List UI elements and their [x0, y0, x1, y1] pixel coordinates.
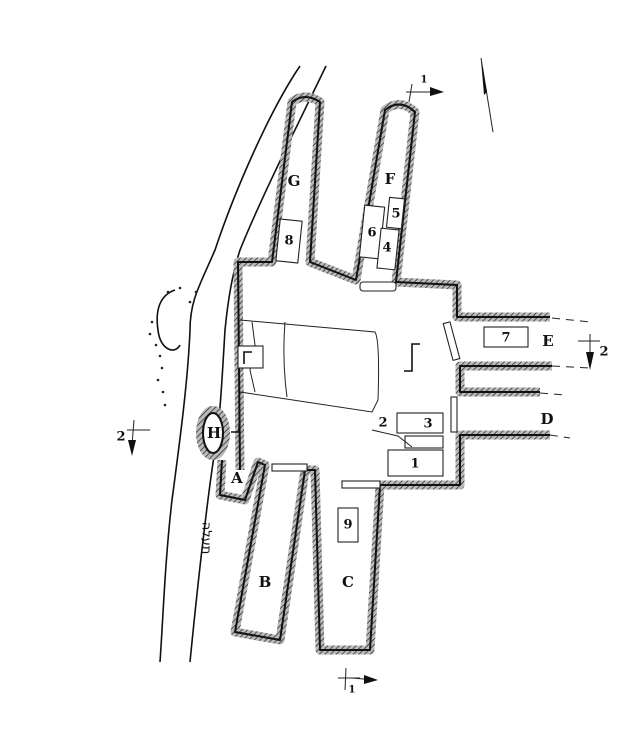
stipple: [148, 286, 198, 407]
chamber-b-label: B: [259, 573, 272, 591]
central-platform: [231, 319, 420, 433]
section-2-left-marker: 2: [116, 419, 150, 456]
svg-text:2: 2: [599, 345, 608, 360]
loculus-6-label: 6: [367, 226, 376, 241]
section-1-bottom-marker: 1: [338, 667, 378, 696]
section-2-right-marker: 2: [578, 334, 609, 370]
chamber-c-label: C: [342, 573, 354, 591]
chamber-e-label: E: [542, 332, 553, 350]
loculus-4-label: 4: [382, 241, 391, 256]
loculus-9-label: 9: [343, 518, 352, 533]
channel: תעלה: [148, 65, 327, 663]
loculus-8-label: 8: [284, 234, 293, 249]
loculus-2-label: 2: [378, 416, 387, 431]
svg-text:1: 1: [349, 685, 356, 696]
loculus-5-label: 5: [391, 207, 400, 222]
north-arrow-icon: [480, 57, 494, 133]
svg-text:2: 2: [116, 430, 125, 445]
loculus-3-label: 3: [423, 417, 432, 432]
cave-walls: [196, 92, 591, 655]
chamber-a-label: A: [230, 469, 243, 487]
channel-label: תעלה: [199, 522, 214, 555]
chamber-h-label: H: [207, 424, 221, 442]
chamber-g-label: G: [288, 172, 301, 190]
section-1-top-marker: 1: [406, 75, 444, 103]
svg-text:1: 1: [421, 75, 428, 86]
loculus-1-label: 1: [410, 457, 419, 472]
chamber-f-label: F: [385, 170, 396, 188]
loculus-7-label: 7: [501, 331, 510, 346]
chamber-d-label: D: [540, 410, 553, 428]
loculi: [275, 196, 529, 543]
